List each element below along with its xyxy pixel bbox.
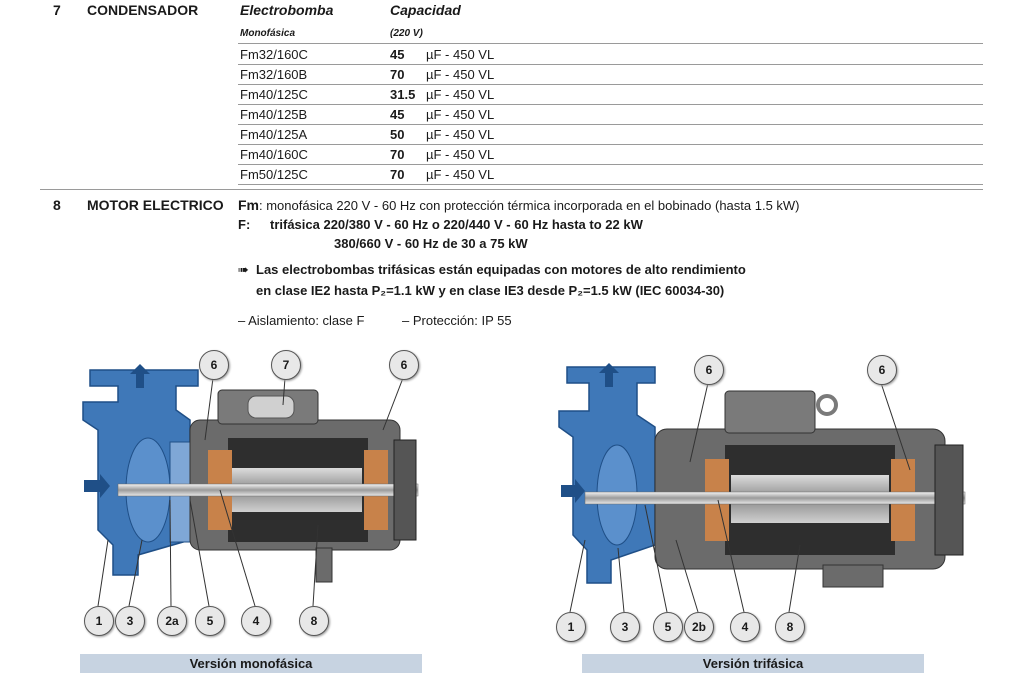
capacity-value: 31.5 xyxy=(390,87,416,102)
table-header-rule xyxy=(238,43,983,44)
shaft xyxy=(584,491,966,505)
capacity-value: 70 xyxy=(390,147,405,162)
callout-7: 7 xyxy=(271,350,301,380)
single-phase-pump-diagram xyxy=(82,364,419,583)
table-row: Fm40/125C 31.5 µF - 450 VL xyxy=(238,84,983,105)
inlet-arrow-icon xyxy=(84,474,110,498)
table-row: Fm40/125A 50 µF - 450 VL xyxy=(238,124,983,145)
caption-three-phase: Versión trifásica xyxy=(582,654,924,673)
callout-1: 1 xyxy=(84,606,114,636)
capacity-value: 70 xyxy=(390,167,405,182)
capacity-value: 50 xyxy=(390,127,405,142)
section-number: 7 xyxy=(53,2,61,18)
section-divider xyxy=(40,189,983,190)
column-header-capacity: Capacidad xyxy=(390,2,461,18)
shaft xyxy=(117,483,419,497)
callout-6: 6 xyxy=(389,350,419,380)
caption-single-phase: Versión monofásica xyxy=(80,654,422,673)
table-row: Fm32/160C 45 µF - 450 VL xyxy=(238,44,983,65)
callout-6: 6 xyxy=(867,355,897,385)
capacity-unit: µF - 450 VL xyxy=(426,67,495,82)
capacity-unit: µF - 450 VL xyxy=(426,127,495,142)
table-row: Fm32/160B 70 µF - 450 VL xyxy=(238,64,983,85)
outlet-arrow-icon xyxy=(599,363,619,387)
note-line-1: Las electrobombas trifásicas están equip… xyxy=(256,262,746,277)
capacity-value: 70 xyxy=(390,67,405,82)
fm-text: : monofásica 220 V - 60 Hz con protecció… xyxy=(259,198,800,213)
column-subheader-pump: Monofásica xyxy=(240,28,296,39)
callout-4: 4 xyxy=(241,606,271,636)
lifting-eye xyxy=(816,394,838,416)
capacity-unit: µF - 450 VL xyxy=(426,87,495,102)
three-phase-pump-diagram xyxy=(558,363,966,588)
terminal-box xyxy=(724,390,816,434)
pump-model: Fm32/160B xyxy=(240,67,308,82)
note-arrow: ➠ xyxy=(238,262,249,277)
capacity-unit: µF - 450 VL xyxy=(426,147,495,162)
callout-5: 5 xyxy=(195,606,225,636)
fan-cover xyxy=(934,444,964,556)
pump-model: Fm50/125C xyxy=(240,167,308,182)
callout-6: 6 xyxy=(694,355,724,385)
section-title: MOTOR ELECTRICO xyxy=(87,197,224,213)
callout-5: 5 xyxy=(653,612,683,642)
callout-2b: 2b xyxy=(684,612,714,642)
f-line-1: trifásica 220/380 V - 60 Hz o 220/440 V … xyxy=(270,217,643,232)
note-line-2: en clase IE2 hasta P₂=1.1 kW y en clase … xyxy=(256,283,725,298)
callout-8: 8 xyxy=(299,606,329,636)
section-number: 8 xyxy=(53,197,61,213)
callout-6: 6 xyxy=(199,350,229,380)
capacity-unit: µF - 450 VL xyxy=(426,47,495,62)
pump-model: Fm40/160C xyxy=(240,147,308,162)
pump-model: Fm40/125C xyxy=(240,87,308,102)
callout-3: 3 xyxy=(115,606,145,636)
column-header-pump: Electrobomba xyxy=(240,2,334,18)
outlet-arrow-icon xyxy=(130,364,150,388)
capacitor xyxy=(247,395,295,419)
fm-label: Fm xyxy=(238,197,259,213)
callout-2a: 2a xyxy=(157,606,187,636)
pump-model: Fm32/160C xyxy=(240,47,308,62)
callout-1: 1 xyxy=(556,612,586,642)
protection-text: – Protección: IP 55 xyxy=(402,313,512,328)
callout-8: 8 xyxy=(775,612,805,642)
column-subheader-capacity: (220 V) xyxy=(390,28,423,39)
table-row: Fm40/125B 45 µF - 450 VL xyxy=(238,104,983,125)
capacity-unit: µF - 450 VL xyxy=(426,107,495,122)
fan-cover xyxy=(393,439,417,541)
fm-description: Fm: monofásica 220 V - 60 Hz con protecc… xyxy=(238,197,800,213)
pump-model: Fm40/125B xyxy=(240,107,308,122)
table-row: Fm50/125C 70 µF - 450 VL xyxy=(238,164,983,185)
callout-4: 4 xyxy=(730,612,760,642)
motor-foot xyxy=(822,564,884,588)
table-row: Fm40/160C 70 µF - 450 VL xyxy=(238,144,983,165)
section-title: CONDENSADOR xyxy=(87,2,199,18)
pump-model: Fm40/125A xyxy=(240,127,308,142)
f-label: F: xyxy=(238,217,251,232)
capacity-value: 45 xyxy=(390,107,405,122)
insulation-text: – Aislamiento: clase F xyxy=(238,313,365,328)
inlet-arrow-icon xyxy=(561,479,585,503)
capacity-value: 45 xyxy=(390,47,405,62)
f-line-2: 380/660 V - 60 Hz de 30 a 75 kW xyxy=(334,236,528,251)
callout-3: 3 xyxy=(610,612,640,642)
capacity-unit: µF - 450 VL xyxy=(426,167,495,182)
